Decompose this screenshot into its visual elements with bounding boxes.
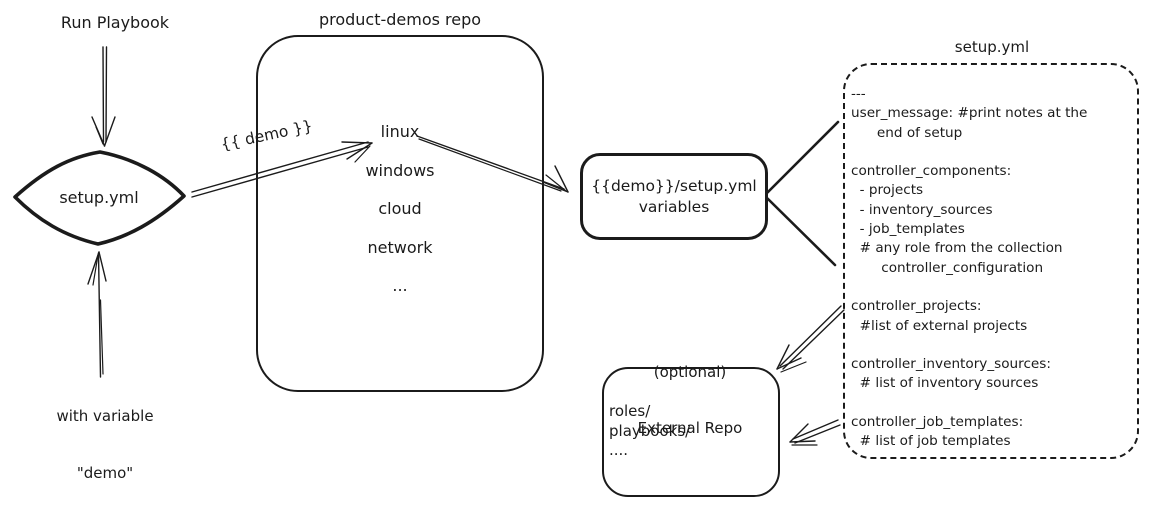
arrow-run-playbook	[91, 46, 116, 147]
setup-yml-title: setup.yml	[954, 38, 1030, 56]
line-variables-to-setup-bottom	[765, 196, 837, 267]
repo-item: ...	[392, 276, 408, 295]
repo-item: windows	[365, 160, 435, 180]
yaml-line: - projects	[851, 182, 924, 199]
variables-box-line1: {{demo}}/setup.yml	[591, 176, 757, 195]
yaml-line	[851, 144, 1135, 163]
yaml-line: controller_job_templates:	[851, 414, 1024, 431]
yaml-line: - inventory_sources	[851, 201, 993, 218]
run-playbook-label: Run Playbook	[60, 13, 170, 32]
yaml-line: # list of inventory sources	[851, 375, 1039, 392]
yaml-line: controller_inventory_sources:	[851, 356, 1051, 373]
repo-item: network	[367, 237, 433, 257]
yaml-line: - job_templates	[851, 221, 965, 238]
setup-yml-dashed-box	[843, 63, 1139, 459]
external-repo-title-line1: (optional)	[653, 363, 727, 381]
yaml-line: controller_projects:	[851, 298, 982, 315]
setup-yml-content: --- user_message: #print notes at the en…	[851, 86, 1135, 453]
decision-diamond-label: setup.yml	[59, 188, 139, 207]
with-variable-line1: with variable	[56, 407, 154, 425]
variables-box-line2: variables	[638, 197, 710, 216]
repo-item: cloud	[378, 199, 422, 218]
arrow-linux-to-variables	[416, 135, 569, 193]
yaml-line: # list of job templates	[851, 433, 1011, 450]
yaml-line	[851, 279, 1135, 298]
external-repo-content: roles/ playbooks/ ....	[609, 402, 690, 461]
yaml-line: #list of external projects	[851, 317, 1028, 334]
yaml-line: controller_components:	[851, 163, 1012, 180]
arrow-with-variable	[87, 251, 107, 378]
yaml-line: controller_configuration	[851, 259, 1044, 276]
external-repo-title-line2: External Repo	[637, 418, 743, 437]
variables-box: {{demo}}/setup.yml variables	[580, 153, 768, 240]
repo-item-list: linux windows cloud network ...	[256, 122, 544, 315]
external-repo-title: (optional) External Repo	[600, 326, 780, 474]
arrow-setup-to-external-top	[776, 305, 845, 373]
arrow-demo-to-linux	[191, 141, 373, 198]
external-repo-item: ....	[609, 441, 629, 459]
decision-diamond-shape	[13, 150, 186, 246]
product-demos-repo-box	[256, 35, 544, 392]
line-variables-to-setup-top	[765, 120, 840, 195]
yaml-line	[851, 395, 1135, 414]
repo-box-title: product-demos repo	[318, 10, 482, 29]
yaml-line	[851, 337, 1135, 356]
with-variable-label: with variable "demo"	[35, 369, 175, 505]
yaml-line: user_message: #print notes at the	[851, 105, 1088, 122]
repo-item: linux	[380, 122, 420, 141]
with-variable-line2: "demo"	[76, 464, 134, 482]
external-repo-item: playbooks/	[609, 421, 691, 440]
yaml-line: end of setup	[851, 124, 963, 141]
external-repo-box	[602, 367, 780, 497]
arrow-setup-to-external-bottom	[789, 419, 841, 446]
yaml-line: # any role from the collection	[851, 240, 1063, 257]
external-repo-item: roles/	[609, 402, 651, 420]
yaml-line: ---	[851, 86, 866, 102]
